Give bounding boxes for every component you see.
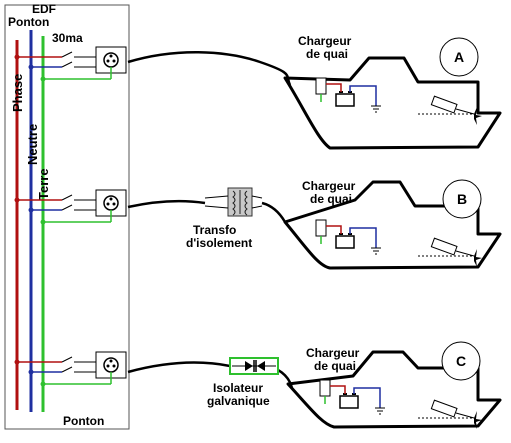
charger-label-b-line2: de quai	[310, 192, 352, 206]
battery-negative-lead	[349, 85, 377, 106]
socket-pin-n	[112, 59, 116, 63]
edf-label: EDF	[32, 2, 56, 16]
charger-box	[315, 77, 327, 95]
case-letter-a: A	[454, 49, 464, 65]
socket-pin-n	[112, 364, 116, 368]
engine-block	[430, 399, 458, 418]
neutral-junction	[28, 207, 34, 213]
phase-junction	[14, 359, 20, 365]
battery-positive-lead	[330, 385, 346, 394]
transformer-label-line2: d'isolement	[186, 236, 252, 250]
earth-junction	[40, 76, 46, 82]
case-circle-b	[442, 179, 482, 219]
socket-groups	[14, 46, 127, 387]
socket-pin-l	[106, 59, 110, 63]
charger-label-c-line2: de quai	[314, 359, 356, 373]
case-circle-c	[441, 341, 481, 381]
onboard-equipment	[315, 77, 482, 429]
prop-shaft	[455, 108, 475, 115]
earth-label: Terre	[36, 168, 51, 200]
charger-label-a-line1: Chargeur	[298, 34, 352, 48]
rcd-switch-phase	[61, 51, 73, 58]
rcd-switch-neutral	[61, 204, 73, 211]
prop-shaft	[455, 250, 475, 257]
engine-block	[430, 95, 458, 114]
shore-cable-b-out	[261, 201, 287, 223]
boat-b	[283, 180, 502, 270]
rcd-switch-phase	[61, 356, 73, 363]
socket-pin-n	[112, 202, 116, 206]
battery-positive-lead	[326, 83, 342, 92]
battery	[339, 395, 359, 409]
engine-block	[430, 237, 458, 256]
case-letter-b: B	[457, 191, 467, 207]
boat-a	[283, 56, 502, 150]
galvanic-isolator	[229, 357, 279, 375]
charger-box	[319, 379, 331, 397]
rcd-switch-neutral	[61, 366, 73, 373]
charger-label-b-line1: Chargeur	[302, 179, 356, 193]
rcd-switch-neutral	[61, 61, 73, 68]
charger-label-c-line1: Chargeur	[306, 346, 360, 360]
ponton-top-label: Ponton	[8, 15, 49, 29]
shore-cable-c-in	[127, 361, 231, 374]
transformer-label-line1: Transfo	[193, 223, 236, 237]
equipment-c	[319, 379, 482, 429]
battery	[335, 235, 355, 249]
neutral-junction	[28, 369, 34, 375]
earth-junction	[40, 219, 46, 225]
boat-c	[286, 350, 502, 429]
isolation-transformer	[204, 187, 263, 217]
charger-label-a-line2: de quai	[306, 47, 348, 61]
rcd-label: 30ma	[52, 31, 83, 45]
battery-negative-lead	[349, 227, 377, 248]
socket-pin-e	[109, 197, 113, 201]
socket-group-a	[14, 46, 127, 82]
phase-junction	[14, 197, 20, 203]
case-letter-c: C	[456, 353, 466, 369]
socket-pin-e	[109, 359, 113, 363]
neutral-label: Neutre	[25, 124, 40, 165]
equipment-a	[315, 77, 482, 125]
shore-cable-a	[127, 51, 292, 86]
phase-junction	[14, 54, 20, 60]
phase-label: Phase	[10, 74, 25, 112]
battery-negative-lead	[353, 387, 381, 408]
isolator-label-line2: galvanique	[207, 394, 270, 408]
battery	[335, 93, 355, 107]
battery-positive-lead	[326, 225, 342, 234]
shore-cable-b-in	[127, 199, 206, 209]
propeller	[474, 411, 482, 429]
charger-box	[315, 219, 327, 237]
pontoon-frame	[4, 4, 130, 430]
socket-pin-e	[109, 54, 113, 58]
propeller	[474, 249, 482, 267]
neutral-junction	[28, 64, 34, 70]
socket-group-b	[14, 189, 127, 225]
socket-group-c	[14, 351, 127, 387]
rcd-switch-phase	[61, 194, 73, 201]
prop-shaft	[455, 412, 475, 419]
earth-junction	[40, 381, 46, 387]
equipment-b	[315, 219, 482, 267]
propeller	[474, 107, 482, 125]
socket-pin-l	[106, 364, 110, 368]
ponton-bottom-label: Ponton	[63, 414, 104, 428]
socket-pin-l	[106, 202, 110, 206]
case-circle-a	[439, 37, 479, 77]
isolator-label-line1: Isolateur	[213, 381, 263, 395]
